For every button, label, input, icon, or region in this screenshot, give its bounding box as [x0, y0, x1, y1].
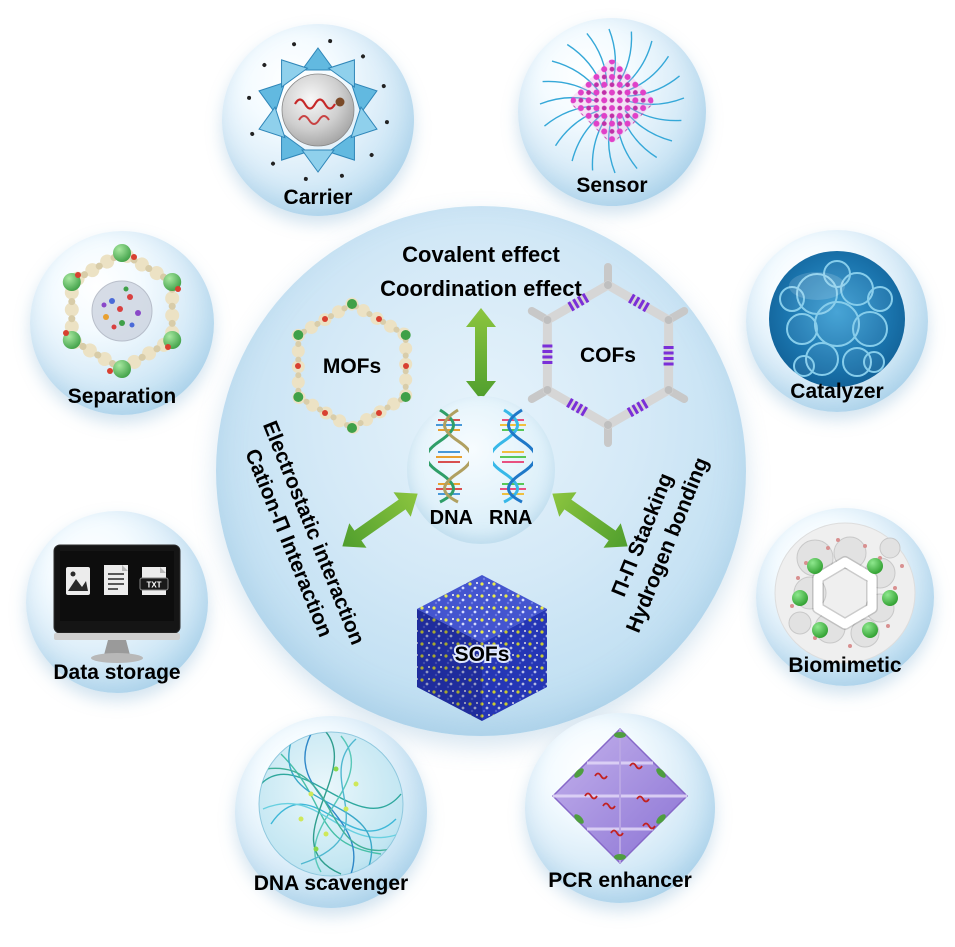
mofs-framework-icon: MOFs — [291, 297, 413, 435]
satellite-label: Separation — [67, 385, 177, 408]
dna-rna-core-circle: DNA RNA — [407, 396, 555, 544]
satellite-sensor: Sensor — [518, 18, 706, 206]
dna-scavenger-illustration — [258, 731, 404, 877]
satellite-label: PCR enhancer — [548, 869, 692, 892]
primer-squiggles — [584, 762, 656, 837]
sensor-illustration — [539, 28, 685, 174]
satellite-label: Carrier — [283, 186, 353, 209]
core-labels: DNA RNA — [407, 507, 555, 530]
sofs-label: SOFs — [455, 643, 510, 666]
green-sites — [792, 558, 898, 638]
satellite-label: Catalyzer — [790, 380, 884, 403]
red-speckles — [790, 538, 904, 648]
sofs-framework-icon: SOFs — [417, 575, 547, 721]
foam-cells — [779, 260, 893, 377]
document-file-icon — [104, 565, 128, 595]
separation-illustration — [62, 244, 182, 378]
image-file-icon — [66, 567, 90, 595]
double-arrow-vertical-icon — [466, 308, 496, 400]
coordination-effect-label: Coordination effect — [380, 276, 582, 301]
satellite-biomimetic: Biomimetic — [756, 508, 934, 686]
pore-ring — [813, 557, 877, 629]
polyhedra-ring — [258, 47, 378, 173]
satellite-label: Data storage — [53, 661, 181, 684]
satellite-label: DNA scavenger — [253, 872, 409, 895]
rna-helix-icon — [493, 408, 533, 504]
monitor-base — [91, 653, 143, 663]
txt-badge: TXT — [146, 581, 161, 590]
rna-label: RNA — [489, 507, 533, 529]
cofs-label: COFs — [580, 344, 636, 367]
cofs-framework-icon: COFs — [527, 263, 689, 447]
double-arrow-right-icon — [552, 492, 628, 548]
carrier-illustration — [247, 39, 389, 181]
satellite-dna-scavenger: DNA scavenger — [235, 716, 427, 908]
satellite-catalyzer: Catalyzer — [746, 230, 928, 412]
satellite-label: Biomimetic — [788, 654, 902, 677]
satellite-carrier: Carrier — [222, 24, 414, 216]
biomimetic-illustration — [774, 522, 916, 664]
double-arrow-left-icon — [342, 492, 418, 548]
satellite-pcr-enhancer: PCR enhancer — [525, 713, 715, 903]
dna-helix-icon — [429, 408, 469, 504]
txt-file-icon: TXT — [139, 567, 169, 595]
pcr-enhancer-illustration — [551, 727, 689, 865]
covalent-effect-label: Covalent effect — [402, 242, 560, 267]
dna-label: DNA — [429, 507, 473, 529]
fiber-dots — [298, 766, 359, 852]
catalyzer-illustration — [769, 251, 905, 387]
molecule-cluster — [101, 286, 141, 330]
leaf-accents — [574, 732, 666, 860]
monitor-stand — [104, 640, 130, 655]
central-interactions-circle: Covalent effect Coordination effect MOFs — [216, 206, 746, 736]
mofs-label: MOFs — [323, 355, 381, 378]
satellite-separation: Separation — [30, 231, 214, 415]
satellite-label: Sensor — [576, 174, 648, 197]
molecule-dot-ring — [247, 39, 389, 181]
monitor-bezel — [54, 633, 180, 640]
satellite-data-storage: TXT Data storage — [26, 511, 208, 693]
data-storage-illustration: TXT — [53, 544, 181, 663]
fiber-network — [260, 732, 402, 875]
